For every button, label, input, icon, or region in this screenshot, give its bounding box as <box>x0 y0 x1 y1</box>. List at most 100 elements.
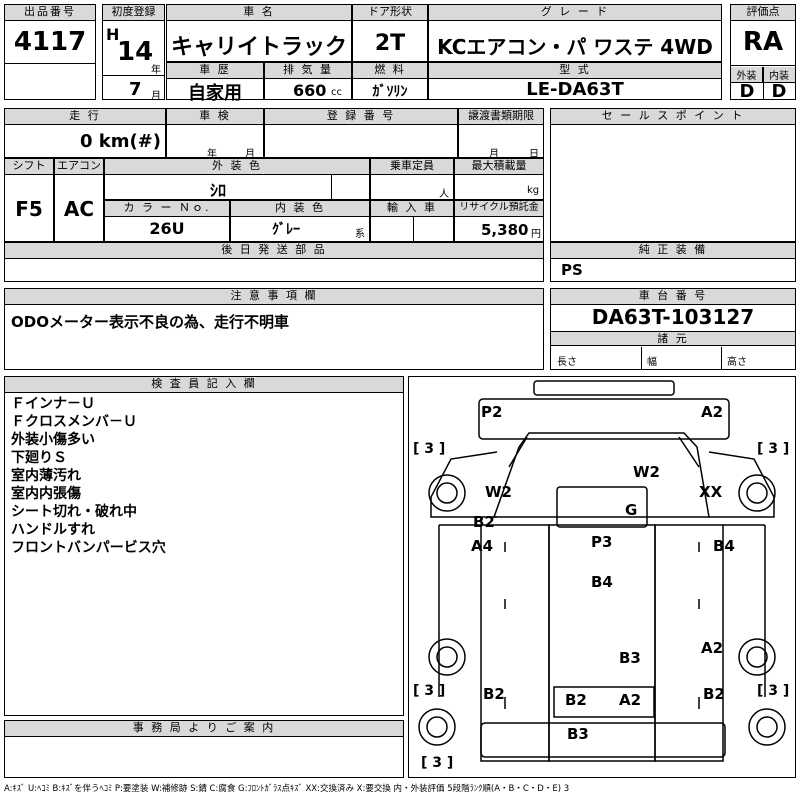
fuel-box: 燃 料 ｶﾞｿﾘﾝ <box>352 62 428 100</box>
score: RA <box>742 27 784 57</box>
sales-point-label: セ ー ル ス ポ イ ン ト <box>551 109 795 125</box>
first-reg-box: 初度登録 H 14 年 7 月 <box>102 4 165 102</box>
mark-b3-mid: B3 <box>619 649 641 667</box>
later-parts-box: 後 日 発 送 部 品 <box>4 242 544 282</box>
capacity-label: 乗車定員 <box>371 159 453 175</box>
equipment: PS <box>561 261 583 279</box>
tire-bottom: [ 3 ] <box>421 755 454 771</box>
color-label: 外 装 色 <box>105 159 369 175</box>
equipment-box: 純 正 装 備 PS <box>550 242 796 282</box>
inspector-notes: Ｆインナ－Ｕ Ｆクロスメンバ－Ｕ 外装小傷多い 下廻りＳ 室内薄汚れ 室内内張傷… <box>11 395 166 557</box>
load-box: 最大積載量 kg <box>454 158 544 200</box>
reg-number-box: 登 録 番 号 <box>264 108 458 158</box>
import-label: 輸 入 車 <box>371 201 453 217</box>
truck-diagram <box>418 380 786 762</box>
color-box: 外 装 色 ｼﾛ <box>104 158 370 200</box>
capacity-unit: 人 <box>439 189 449 200</box>
note-line: ハンドルすれ <box>11 522 95 538</box>
caution-box: 注 意 事 項 欄 ODOメーター表示不良の為、走行不明車 <box>4 288 544 370</box>
caution-text: ODOメーター表示不良の為、走行不明車 <box>11 313 289 331</box>
load-unit: kg <box>527 185 540 196</box>
mark-w2-left: W2 <box>485 483 512 501</box>
interior-label: 内 装 色 <box>231 201 369 217</box>
interior-box: 内 装 色 ｸﾞﾚｰ 系 <box>230 200 370 242</box>
chassis-label: 車 台 番 号 <box>551 289 795 305</box>
displacement-box: 排 気 量 660 cc <box>264 62 352 100</box>
color-no-box: カ ラ ー Ｎｏ. 26U <box>104 200 230 242</box>
month-unit: 月 <box>151 91 161 102</box>
mark-b3-bottom: B3 <box>567 725 589 743</box>
first-reg-label: 初度登録 <box>103 5 164 21</box>
mark-a2-bc: A2 <box>619 691 642 709</box>
transfer-label: 譲渡書類期限 <box>459 109 543 125</box>
door-box: ドア形状 2T <box>352 4 428 62</box>
mark-b2-bl: B2 <box>483 685 505 703</box>
transfer-day-unit: 日 <box>529 149 539 160</box>
grade-label: グ レ ー ド <box>429 5 721 21</box>
ext-label: 外装 <box>731 67 763 83</box>
width-label: 幅 <box>647 357 657 368</box>
mark-b4-right: B4 <box>713 537 735 555</box>
capacity-box: 乗車定員 人 <box>370 158 454 200</box>
lot-box: 出品番号 4117 <box>4 4 96 100</box>
ext-grade: D <box>739 81 755 102</box>
car-name: キャリイトラック <box>170 35 347 60</box>
displacement-unit: cc <box>331 87 342 98</box>
tire-left-top: [ 3 ] <box>413 441 446 457</box>
office-label: 事 務 局 よ り ご 案 内 <box>5 721 403 737</box>
model: LE-DA63T <box>526 79 624 100</box>
ac-box: エアコン AC <box>54 158 104 242</box>
grade-box: グ レ ー ド KCエアコン・パ ワステ 4WD <box>428 4 722 62</box>
shift-box: シフト F5 <box>4 158 54 242</box>
displacement-label: 排 気 量 <box>265 63 351 79</box>
ac: AC <box>63 197 95 221</box>
note-line: 室内薄汚れ <box>11 468 81 484</box>
note-line: Ｆインナ－Ｕ <box>11 396 95 412</box>
grade: KCエアコン・パ ワステ 4WD <box>437 35 713 59</box>
history-box: 車 歴 自家用 <box>166 62 264 104</box>
fuel: ｶﾞｿﾘﾝ <box>372 84 408 100</box>
transfer-month-unit: 月 <box>489 149 499 160</box>
shift: F5 <box>15 197 43 221</box>
mark-p2: P2 <box>481 403 503 421</box>
note-line: フロントバンパービス穴 <box>11 540 166 556</box>
later-parts-label: 後 日 発 送 部 品 <box>5 243 543 259</box>
mark-a4: A4 <box>471 537 494 555</box>
car-diagram-box: P2 A2 [ 3 ] [ 3 ] W2 W2 XX G B2 A4 P3 B4… <box>408 376 796 778</box>
mileage: 0 km(#) <box>79 131 161 152</box>
interior-suffix: 系 <box>355 229 365 240</box>
model-box: 型 式 LE-DA63T <box>428 62 722 100</box>
note-line: 外装小傷多い <box>11 432 95 448</box>
score-label: 評価点 <box>731 5 795 21</box>
transfer-box: 譲渡書類期限 月 日 <box>458 108 544 160</box>
door-type: 2T <box>374 31 406 56</box>
note-line: シート切れ・破れ中 <box>11 504 137 520</box>
car-name-box: 車 名 キャリイトラック <box>166 4 352 62</box>
recycle-box: リサイクル預託金 5,380 円 <box>454 200 544 242</box>
color: ｼﾛ <box>209 181 226 200</box>
tire-right-bottom: [ 3 ] <box>757 683 790 699</box>
insp-month-unit: 月 <box>245 149 255 160</box>
int-label: 内装 <box>763 67 795 83</box>
chassis-number: DA63T-103127 <box>591 305 755 329</box>
color-no-label: カ ラ ー Ｎｏ. <box>105 201 229 217</box>
shift-label: シフト <box>5 159 53 175</box>
note-line: Ｆクロスメンバ－Ｕ <box>11 414 137 430</box>
tire-left-bottom: [ 3 ] <box>413 683 446 699</box>
note-line: 室内内張傷 <box>11 486 81 502</box>
reg-year: 14 <box>117 37 154 67</box>
int-grade: D <box>771 81 787 102</box>
mark-w2-right: W2 <box>633 463 660 481</box>
insp-year-unit: 年 <box>207 149 217 160</box>
color-no: 26U <box>149 219 185 238</box>
length-label: 長さ <box>557 357 577 368</box>
import-box: 輸 入 車 <box>370 200 454 242</box>
score-box: 評価点 RA 外装 内装 D D <box>730 4 796 102</box>
inspection-box: 車 検 年 月 <box>166 108 264 160</box>
mark-g: G <box>625 501 638 519</box>
reg-number-label: 登 録 番 号 <box>265 109 457 125</box>
inspector-label: 検 査 員 記 入 欄 <box>5 377 403 393</box>
tire-right-top: [ 3 ] <box>757 441 790 457</box>
inspection-label: 車 検 <box>167 109 263 125</box>
history: 自家用 <box>188 83 242 104</box>
